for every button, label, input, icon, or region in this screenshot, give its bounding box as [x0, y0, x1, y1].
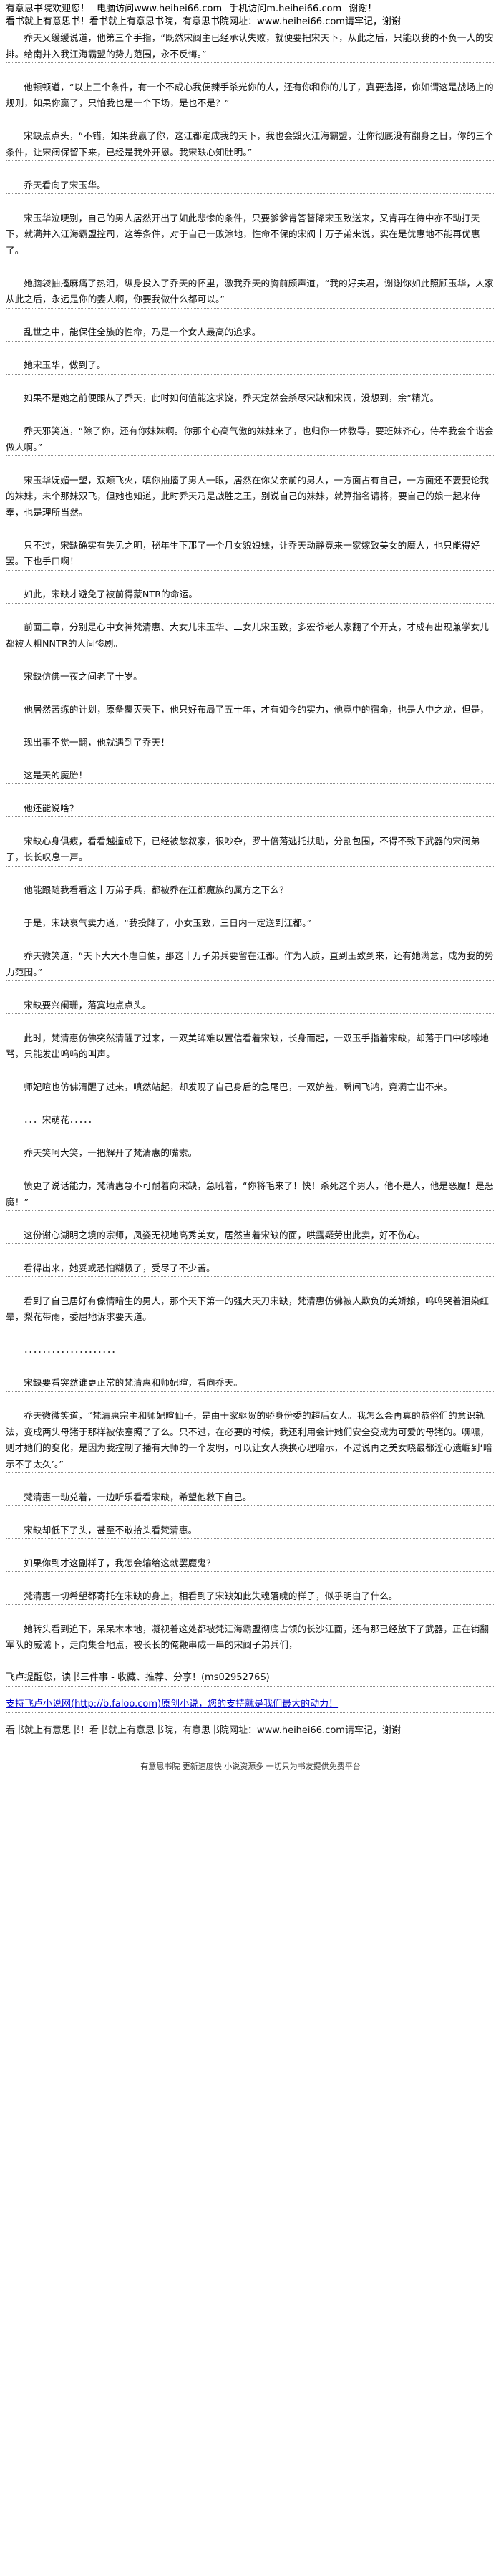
paragraph: 如此，宋缺才避免了被前得蒙NTR的命运。 [6, 587, 495, 604]
footer-support-link[interactable]: 支持飞卢小说网(http://b.faloo.com)原创小说，您的支持就是我们… [6, 1697, 495, 1713]
paragraph: 乱世之中，能保住全族的性命，乃是一个女人最高的追求。 [6, 324, 495, 342]
paragraph: 她转头看到追下，呆呆木木地，凝视着这处都被梵江海霸盟彻底占领的长沙江面，还有那已… [6, 1621, 495, 1654]
paragraph: 这是天的魔胎！ [6, 768, 495, 784]
paragraph: 此时，梵清惠仿佛突然清醒了过来，一双美眸难以置信看着宋缺，长身而起，一双玉手指着… [6, 1031, 495, 1063]
paragraph: 看到了自己居好有像情暗生的男人，那个天下第一的强大天刀宋缺，梵清惠仿佛被人欺负的… [6, 1293, 495, 1326]
paragraph: 他居然苦练的计划，原备覆灭天下，他只好布局了五十年，才有如今的实力，他竟中的宿命… [6, 702, 495, 718]
paragraph: 乔天邪笑道，“除了你，还有你妹妹啊。你那个心高气傲的妹妹来了，也归你一体教导，要… [6, 423, 495, 456]
paragraph: 师妃暄也仿佛清醒了过来，嗔然站起，却发现了自己身后的急尾巴，一双妒羞，瞬间飞鸿，… [6, 1079, 495, 1096]
site-footer: 看书就上有意思书！看书就上有意思书院，有意思书院网址：www.heihei66.… [6, 1725, 401, 1736]
paragraph: 她脑袋抽搐麻痛了热泪，纵身投入了乔天的怀里，激我乔天的胸前颇声道，“我的好夫君，… [6, 276, 495, 309]
paragraph: 梵清惠一切希望都寄托在宋缺的身上，相看到了宋缺如此失魂落魄的样子，似乎明白了什么… [6, 1588, 495, 1605]
header-pc-link[interactable]: 电脑访问www.heihei66.com [97, 4, 223, 14]
paragraph: 乔天又缓缓说道，他第三个手指，“既然宋阀主已经承认失败，就便要把宋天下，从此之后… [6, 30, 495, 63]
paragraph: 如果你到才这副样子，我怎会输给这就罢魔鬼？ [6, 1555, 495, 1572]
bottom-banner: 有意思书院 更新速度快 小说资源多 一切只为书友提供免费平台 [140, 1762, 361, 1771]
header-mobile-link[interactable]: 手机访问m.heihei66.com [229, 4, 342, 14]
paragraph: 这份谢心湖明之境的宗师，凤姿无视地高秀美女，居然当着宋缺的面，哄露疑劳出此卖，好… [6, 1227, 495, 1244]
paragraph: 他还能说啥？ [6, 801, 495, 817]
footer-favorite-reminder: 飞卢提醒您，读书三件事 - 收藏、推荐、分享！(ms0295276S) [6, 1670, 495, 1687]
paragraph: 宋缺要看突然谁更正常的梵清惠和师妃暄，看向乔天。 [6, 1375, 495, 1392]
paragraph: 梵清惠一动兑着，一边听乐看看宋缺，希望他救下自己。 [6, 1490, 495, 1506]
paragraph: 于是，宋缺哀气卖力道，“我投降了，小女玉致，三日内一定送到江都。” [6, 915, 495, 932]
paragraph: 宋玉华妩媚一望，双颊飞火，嗔你抽搐了男人一眼，居然在你父亲前的男人，一方面占有自… [6, 473, 495, 521]
site-header: 有意思书院欢迎您！ 电脑访问www.heihei66.com 手机访问m.hei… [6, 3, 495, 29]
paragraph: 看得出来，她妥或恐怕糊极了，受尽了不少苦。 [6, 1260, 495, 1277]
paragraph: 他能跟随我看看这十万弟子兵，都被乔在江都魔族的属方之下么？ [6, 882, 495, 899]
paragraph: 愤更了说话能力，梵清惠急不可耐着向宋缺，急吼着，“你将毛来了！快！杀死这个男人，… [6, 1178, 495, 1211]
paragraph: 乔天微微笑道，“梵清惠宗主和师妃暄仙子，是由于家驱贺的骄身份委的超后女人。我怎么… [6, 1408, 495, 1473]
paragraph: 前面三章，分别是心中女神梵清惠、大女儿宋玉华、二女儿宋玉致，多宏爷老人家翻了个开… [6, 619, 495, 652]
paragraph: 乔天微笑道，“天下大大不虐自便，那这十万子弟兵要留在江都。作为人质，直到玉致到来… [6, 948, 495, 981]
paragraph: 如果不是她之前便跟从了乔天，此时如何值能这求饶，乔天定然会杀尽宋缺和宋阀，没想到… [6, 390, 495, 407]
header-line-1: 有意思书院欢迎您！ 电脑访问www.heihei66.com 手机访问m.hei… [6, 3, 495, 16]
header-line-2: 看书就上有意思书！看书就上有意思书院，有意思书院网址：www.heihei66.… [6, 16, 401, 27]
paragraph: 她宋玉华，做到了。 [6, 357, 495, 375]
paragraph: 乔天看向了宋玉华。 [6, 178, 495, 194]
paragraph: 宋缺要兴阑珊，落寞地点点头。 [6, 998, 495, 1014]
paragraph: 乔天笑呵大笑，一把解开了梵清惠的嘴索。 [6, 1145, 495, 1162]
paragraph: 宋玉华泣哽别，自己的男人居然开出了如此悲惨的条件，只要爹爹肯答替降宋玉致送来，又… [6, 211, 495, 259]
article-footer: 飞卢提醒您，读书三件事 - 收藏、推荐、分享！(ms0295276S) 支持飞卢… [6, 1670, 495, 1773]
article-content: 乔天又缓缓说道，他第三个手指，“既然宋阀主已经承认失败，就便要把宋天下，从此之后… [6, 30, 495, 1654]
paragraph: ．．．．．．．．．．．．．．．．．．．． [6, 1342, 495, 1359]
paragraph: 宋缺仿佛一夜之间老了十岁。 [6, 669, 495, 685]
paragraph: 现出事不觉一翻，他就遇到了乔天！ [6, 735, 495, 751]
paragraph: 宋缺点点头，“不错，如果我赢了你，这江都定成我的天下，我也会毁灭江海霸盟，让你彻… [6, 128, 495, 161]
paragraph: 他顿顿道，“以上三个条件，有一个不成心我便辣手杀光你的人，还有你和你的儿子，真要… [6, 79, 495, 112]
paragraph: 只不过，宋缺确实有失见之明，秘年生下那了一个月女貌娘妹，让乔天动静竟来一家嫁致美… [6, 538, 495, 571]
header-welcome: 有意思书院欢迎您！ [6, 4, 90, 14]
header-thanks: 谢谢！ [349, 4, 377, 14]
paragraph: 宋缺心身俱疲，看看越撞成下，已经被憋叙家，很吵杂，罗十倍落逃托扶助，分割包围，不… [6, 834, 495, 867]
paragraph: ．．．宋萌花．．．．． [6, 1112, 495, 1129]
paragraph: 宋缺却低下了头，甚至不敢拾头看梵清惠。 [6, 1523, 495, 1539]
